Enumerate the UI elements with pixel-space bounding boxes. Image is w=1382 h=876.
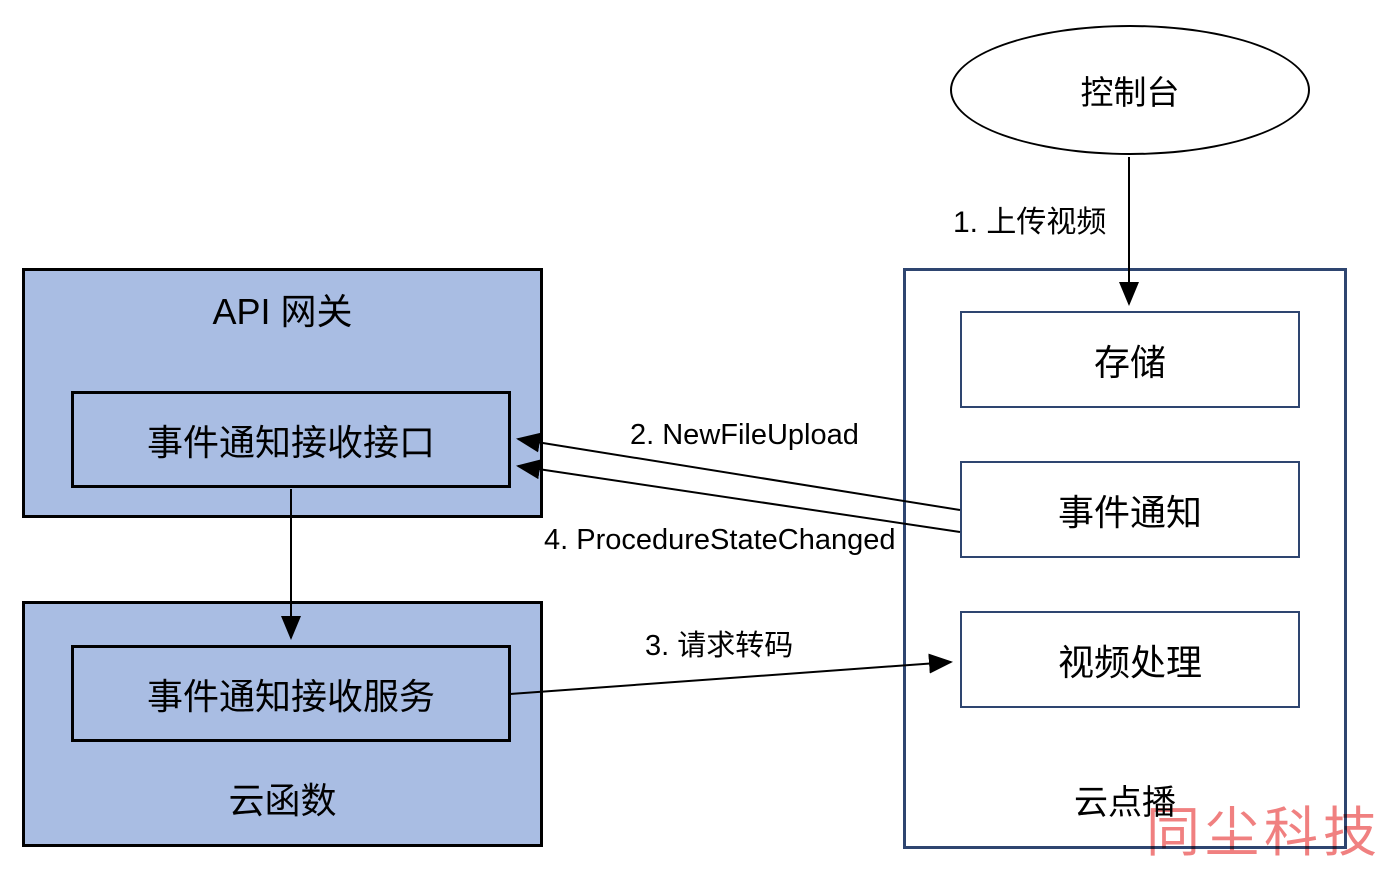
arrow-procedure-state-changed: [516, 459, 961, 533]
cloud-function-label: 云函数: [228, 780, 337, 821]
watermark-text: 同尘科技: [1146, 803, 1382, 863]
cloud-function-container: 事件通知接收服务 云函数: [22, 601, 543, 847]
gateway-interface-label: 事件通知接收接口: [146, 421, 435, 463]
storage-label: 存储: [1093, 341, 1166, 383]
edge-label-procedure-state-changed: 4. ProcedureStateChanged: [544, 524, 896, 556]
event-notification-label: 事件通知: [1057, 491, 1202, 533]
edge-label-upload-video: 1. 上传视频: [953, 206, 1107, 239]
video-processing-label: 视频处理: [1057, 641, 1202, 683]
vod-container: 存储 事件通知 视频处理 云点播: [903, 268, 1347, 849]
api-gateway-label: API 网关: [212, 291, 353, 332]
gateway-interface-node: 事件通知接收接口: [71, 391, 511, 488]
arrow-request-transcode: [509, 653, 953, 695]
storage-node: 存储: [960, 311, 1300, 408]
console-node: 控制台: [950, 25, 1310, 155]
vod-label: 云点播: [1074, 784, 1176, 822]
function-service-label: 事件通知接收服务: [146, 675, 435, 717]
function-service-node: 事件通知接收服务: [71, 645, 511, 742]
edge-label-new-file-upload: 2. NewFileUpload: [630, 419, 859, 451]
console-label: 控制台: [1080, 74, 1180, 111]
api-gateway-container: API 网关 事件通知接收接口: [22, 268, 543, 518]
event-notification-node: 事件通知: [960, 461, 1300, 558]
edge-label-request-transcode: 3. 请求转码: [645, 630, 794, 662]
video-processing-node: 视频处理: [960, 611, 1300, 708]
